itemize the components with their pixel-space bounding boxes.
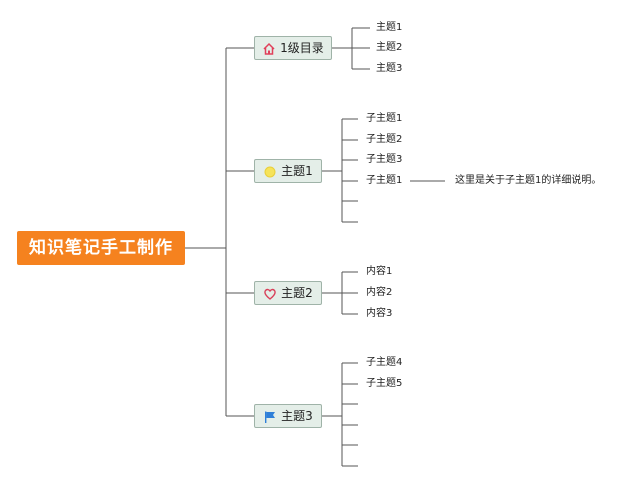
leaf-topic[interactable]: 子主题1	[366, 113, 403, 124]
leaf-content[interactable]: 内容3	[366, 308, 393, 319]
branch-node-topic1[interactable]: 主题1	[254, 159, 322, 183]
leaf-content[interactable]: 内容2	[366, 287, 393, 298]
root-topic[interactable]: 知识笔记手工制作	[17, 231, 185, 265]
branch-label: 主题1	[281, 164, 313, 178]
branch-label: 主题3	[281, 409, 313, 423]
leaf-topic[interactable]: 主题1	[376, 22, 403, 33]
topic-note[interactable]: 这里是关于子主题1的详细说明。	[455, 175, 602, 186]
leaf-topic[interactable]: 子主题1	[366, 175, 403, 186]
leaf-content[interactable]: 内容1	[366, 266, 393, 277]
branch-node-topic3[interactable]: 主题3	[254, 404, 322, 428]
leaf-topic[interactable]: 主题2	[376, 42, 403, 53]
home-icon	[262, 41, 276, 55]
branch-label: 主题2	[281, 286, 313, 300]
leaf-topic[interactable]: 子主题2	[366, 134, 403, 145]
branch-node-directory[interactable]: 1级目录	[254, 36, 332, 60]
leaf-topic[interactable]: 子主题3	[366, 154, 403, 165]
sun-icon	[263, 164, 277, 178]
heart-icon	[263, 286, 277, 300]
leaf-topic[interactable]: 子主题5	[366, 378, 403, 389]
leaf-topic[interactable]: 子主题4	[366, 357, 403, 368]
flag-icon	[263, 409, 277, 423]
branch-node-topic2[interactable]: 主题2	[254, 281, 322, 305]
leaf-topic[interactable]: 主题3	[376, 63, 403, 74]
branch-label: 1级目录	[280, 41, 324, 55]
